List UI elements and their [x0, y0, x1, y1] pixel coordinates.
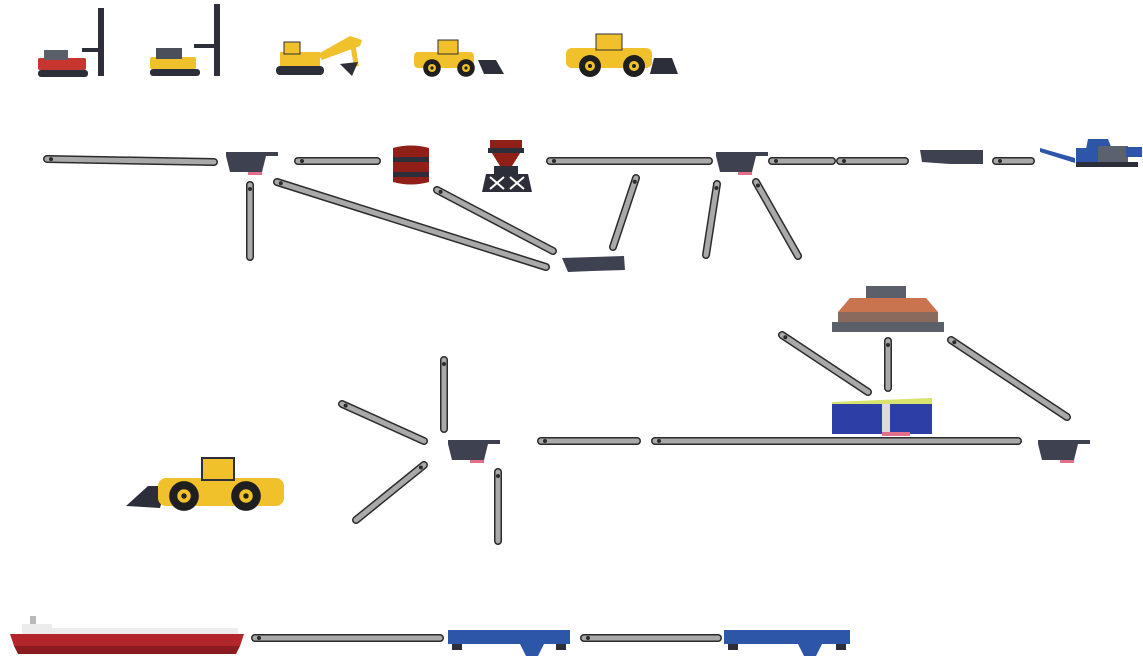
conveyor-belt — [752, 178, 802, 260]
hopper — [1038, 440, 1090, 463]
cone-silo — [482, 140, 532, 192]
conveyor-belt — [609, 174, 640, 251]
belt-pulley — [300, 159, 304, 163]
bulk-ship — [10, 616, 244, 654]
conveyor-belt — [338, 400, 428, 445]
belt-pulley — [257, 636, 261, 640]
belt-pulley — [886, 343, 890, 347]
conveyor-belt — [273, 178, 550, 271]
conveyor-belt — [884, 337, 892, 392]
hopper — [716, 152, 768, 175]
gyratory-crusher — [832, 286, 944, 332]
belt-pulley — [343, 403, 348, 408]
excavator — [276, 36, 362, 76]
vibrating-screen — [832, 398, 932, 436]
wheel-loader-small — [414, 39, 504, 77]
conveyor-belt — [992, 157, 1035, 165]
conveyor-belt — [778, 331, 872, 396]
conveyor-belt — [494, 468, 502, 545]
drill-rig-yellow — [150, 4, 220, 76]
belt-pulley — [657, 439, 661, 443]
belt-pulley — [418, 465, 423, 470]
drill-rig-red — [38, 8, 104, 77]
conveyor-belt — [546, 157, 713, 165]
belt-pulley — [952, 340, 957, 345]
belt-pulley — [783, 335, 788, 340]
conveyor-belt — [246, 181, 254, 261]
conveyor-belt — [651, 437, 1022, 445]
belt-pulley — [632, 179, 637, 184]
belt-pulley — [496, 474, 500, 478]
conveyor-belt — [294, 157, 381, 165]
transfer-chute — [920, 150, 983, 164]
conveyor-belt — [352, 461, 428, 524]
conveyor-belt — [947, 336, 1071, 421]
belt-pulley — [774, 159, 778, 163]
belt-pulley — [438, 189, 443, 194]
conveyor-belt — [43, 155, 218, 166]
belt-pulley — [586, 636, 590, 640]
belt-pulley — [552, 159, 556, 163]
mobile-crusher — [1040, 139, 1142, 167]
conveyor-belt — [580, 634, 722, 642]
conveyor-belt — [702, 180, 721, 259]
conveyor-belt — [768, 157, 836, 165]
hopper — [226, 152, 278, 175]
belt-pulley — [842, 159, 846, 163]
wheel-loader-stockpile — [126, 457, 284, 511]
conveyor-network — [43, 155, 1071, 642]
wheel-loader-large — [566, 33, 678, 77]
belt-pulley — [714, 185, 719, 190]
transfer-chute — [562, 256, 625, 272]
belt-pulley — [48, 157, 53, 162]
hopper — [448, 440, 500, 463]
ship-loader-feeder — [448, 630, 570, 656]
ship-loader-feeder — [724, 630, 850, 656]
surge-silo — [393, 145, 429, 185]
belt-pulley — [442, 362, 446, 366]
belt-pulley — [543, 439, 547, 443]
belt-pulley — [755, 183, 760, 188]
belt-pulley — [278, 181, 283, 186]
belt-pulley — [998, 159, 1002, 163]
conveyor-belt — [251, 634, 444, 642]
conveyor-belt — [836, 157, 909, 165]
conveyor-belt — [440, 356, 448, 433]
conveyor-belt — [433, 186, 557, 255]
conveyor-belt — [537, 437, 641, 445]
belt-pulley — [248, 187, 252, 191]
